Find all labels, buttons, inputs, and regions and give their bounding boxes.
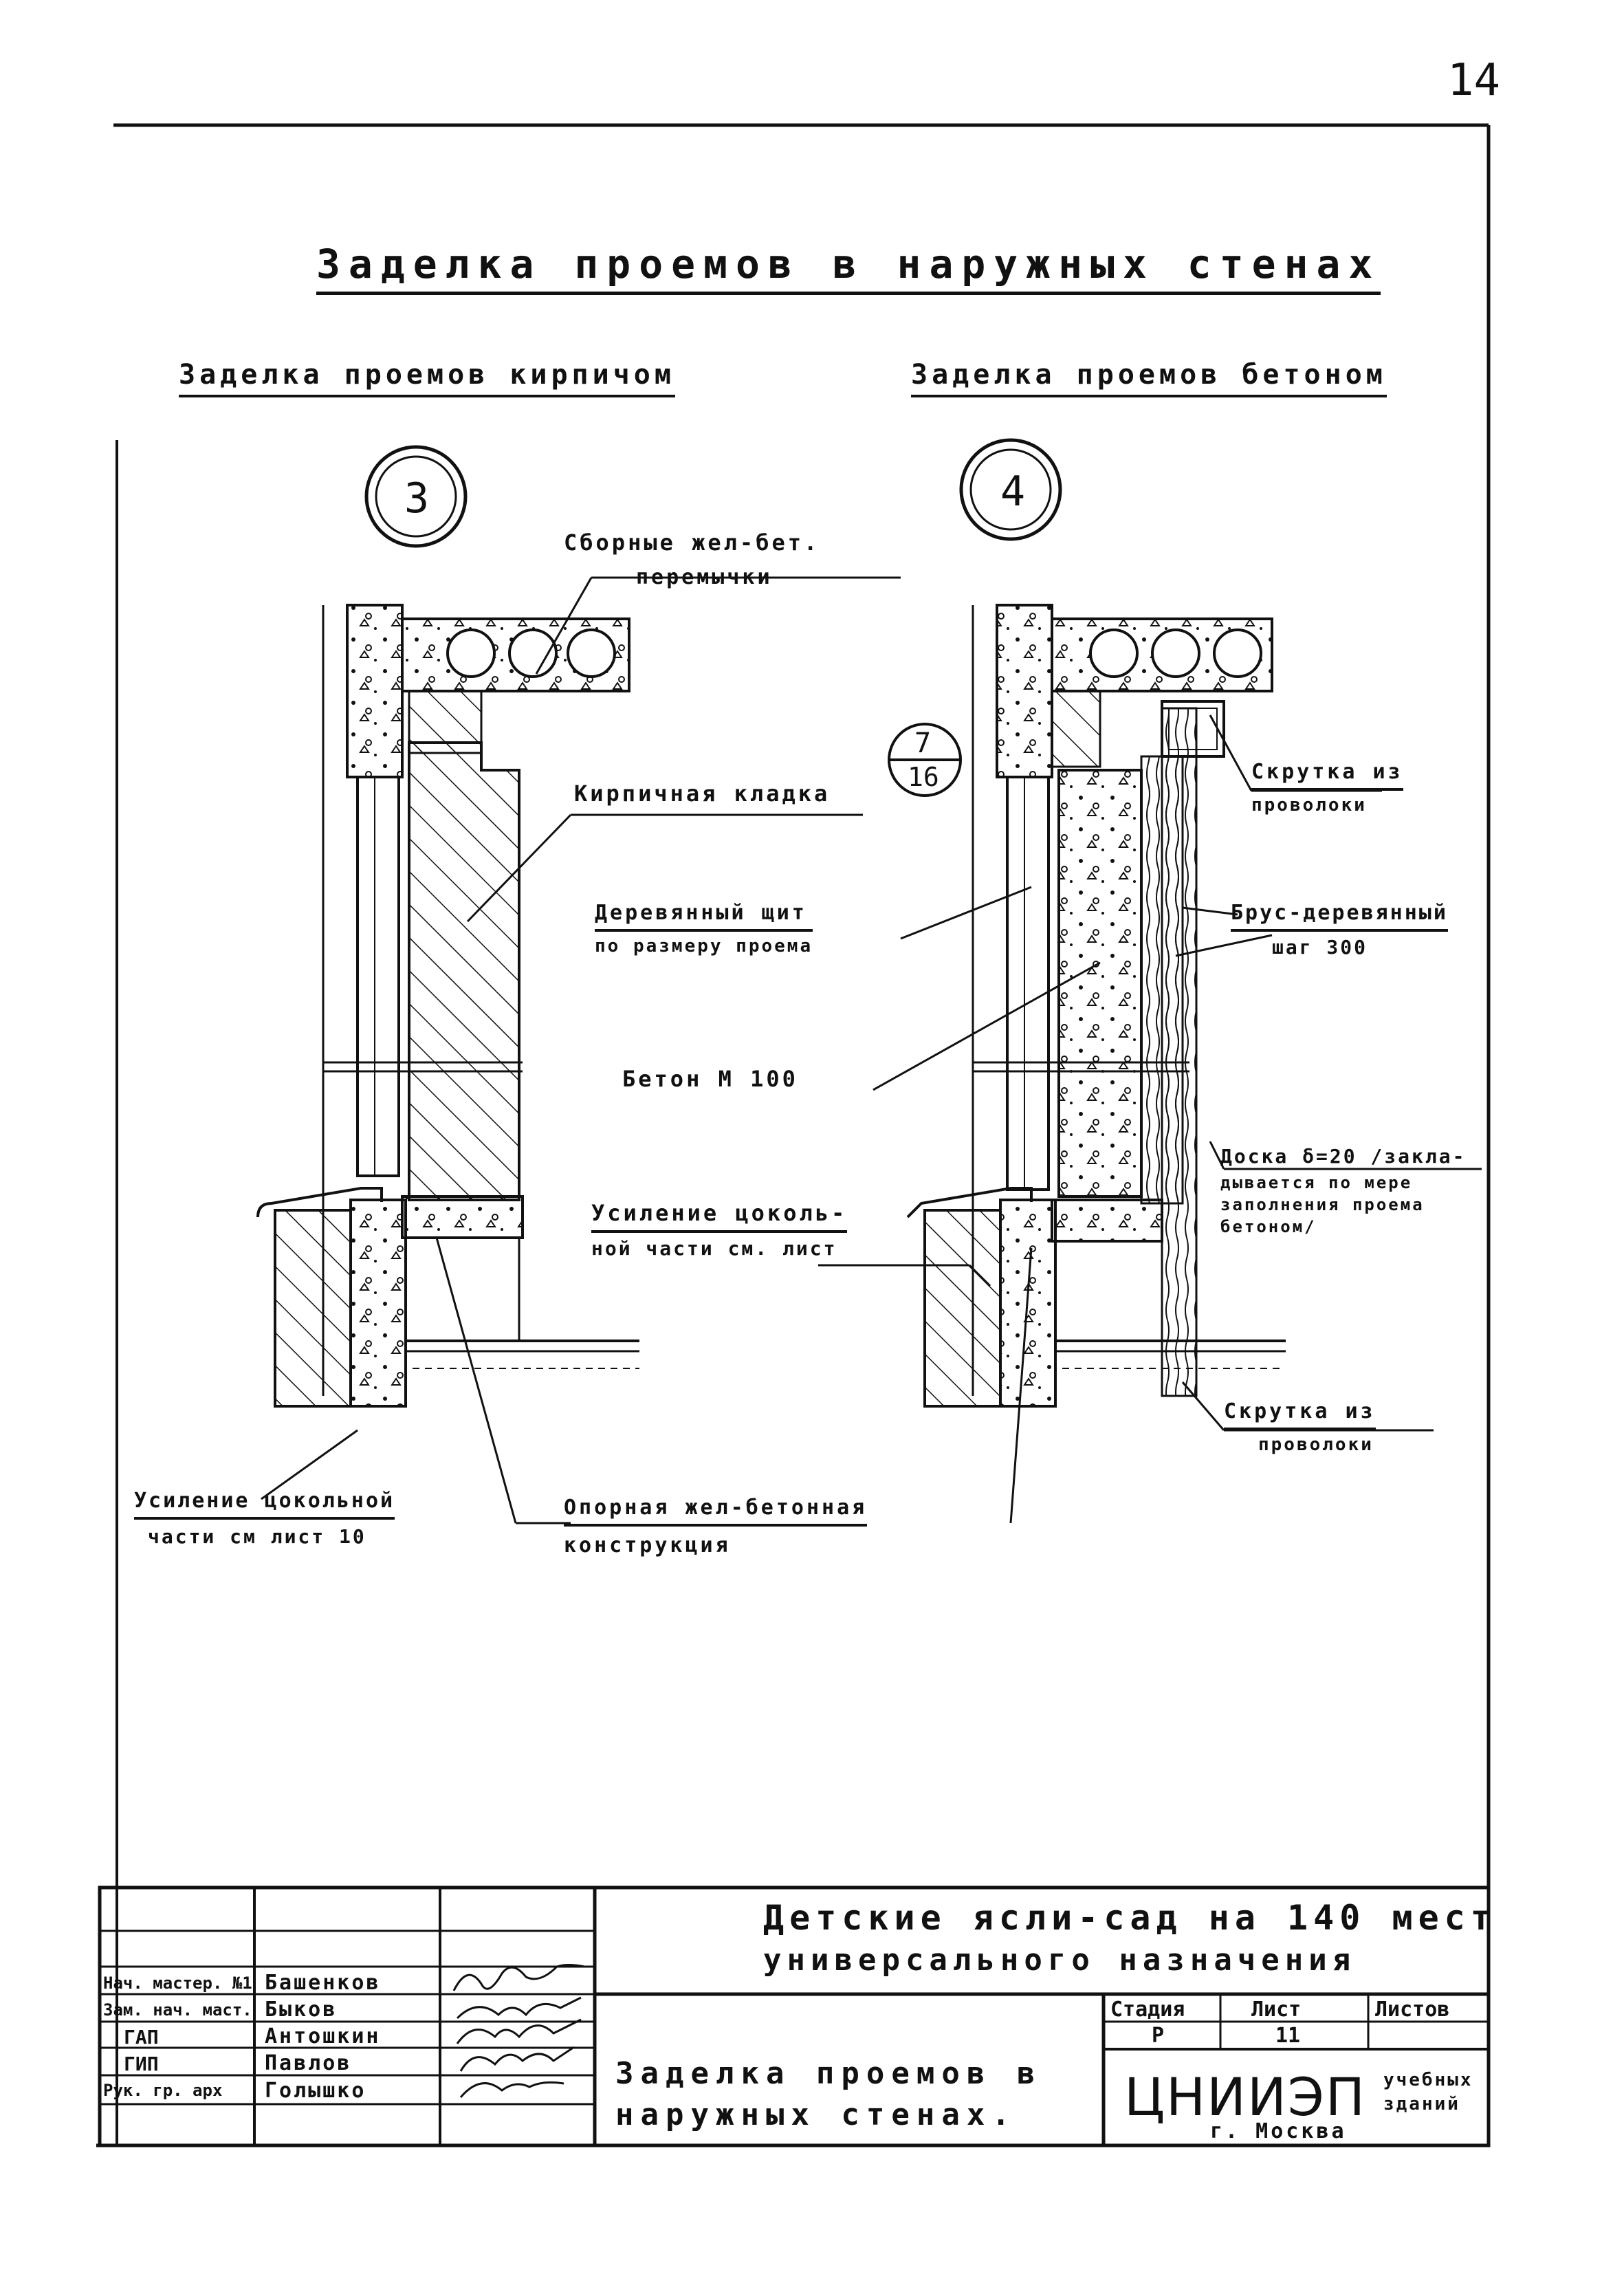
sheet-title-line1: Заделка проемов в xyxy=(615,2056,1042,2091)
sheet-title-line2: наружных стенах. xyxy=(615,2097,1017,2132)
label-lintels-line1: Сборные жел-бет. xyxy=(564,529,820,556)
role-4: ГИП xyxy=(124,2053,159,2075)
label-timber-shield: Брус-деревянный шаг 300 xyxy=(1231,901,1448,959)
label-board: Доска δ=20 /закла- дывается по мере запо… xyxy=(1220,1145,1466,1236)
label-board-line1: Доска δ=20 /закла- xyxy=(1220,1145,1467,1168)
label-wood-shield: Деревянный щит по размеру проема xyxy=(595,901,813,956)
signature-5 xyxy=(459,2081,564,2098)
right-section-title: Заделка проемов бетоном xyxy=(911,359,1387,397)
label-board-line3: заполнения проема xyxy=(1220,1195,1425,1214)
label-support-structure: Опорная жел-бетонная конструкция xyxy=(564,1496,868,1557)
ref-bottom: 16 xyxy=(908,762,939,792)
signature-4 xyxy=(459,2046,575,2072)
label-board-line4: бетоном/ xyxy=(1220,1217,1317,1236)
label-wire-twist-bottom: Скрутка из проволоки xyxy=(1224,1399,1376,1455)
signature-2 xyxy=(456,1996,582,2020)
name-3: Антошкин xyxy=(265,2024,381,2048)
organization-sub-line2: зданий xyxy=(1383,2094,1460,2114)
organization-sub-line1: учебных xyxy=(1383,2070,1473,2090)
name-5: Голышко xyxy=(265,2079,366,2103)
role-5: Рук. гр. арх xyxy=(103,2081,223,2100)
main-title: Заделка проемов в наружных стенах xyxy=(316,241,1381,295)
header-sheet: Лист xyxy=(1251,1998,1302,2022)
leader-lines xyxy=(261,576,1482,1524)
label-wire-twist-top: Скрутка из проволоки xyxy=(1251,760,1403,816)
callout-4: 4 xyxy=(1000,468,1026,516)
label-timber-line1: Брус-деревянный xyxy=(1231,901,1448,932)
role-2: Зам. нач. маст. xyxy=(103,2000,252,2020)
organization-name: ЦНИИЭП xyxy=(1124,2066,1367,2128)
label-wire-bottom-line1: Скрутка из xyxy=(1224,1399,1376,1430)
label-reinforcement-plinth-left: Усиление цокольной части см лист 10 xyxy=(134,1489,395,1548)
name-4: Павлов xyxy=(265,2051,352,2075)
label-reinforcement-plinth: Усиление цоколь- ной части см. лист xyxy=(591,1200,848,1260)
label-support-line2: конструкция xyxy=(564,1533,731,1557)
label-timber-line2: шаг 300 xyxy=(1272,936,1368,959)
organization-city: г. Москва xyxy=(1210,2119,1347,2143)
label-support-line1: Опорная жел-бетонная xyxy=(564,1496,868,1527)
callout-3: 3 xyxy=(404,474,430,523)
label-reinf-left-line2: части см лист 10 xyxy=(148,1525,366,1548)
label-wire-top-line2: проволоки xyxy=(1251,795,1367,816)
label-wire-top-line1: Скрутка из xyxy=(1251,760,1403,791)
sheet-number: 14 xyxy=(1447,55,1501,106)
header-sheets: Листов xyxy=(1375,1998,1450,2022)
label-concrete: Бетон М 100 xyxy=(622,1066,798,1092)
name-1: Башенков xyxy=(265,1971,381,1995)
detail-3 xyxy=(256,604,639,1408)
left-section-title: Заделка проемов кирпичом xyxy=(179,359,675,397)
label-lintels-line2: перемычки xyxy=(636,565,773,589)
label-reinf-line2: ной части см. лист xyxy=(591,1237,837,1260)
header-stage: Стадия xyxy=(1110,1998,1185,2022)
value-sheet: 11 xyxy=(1275,2024,1301,2048)
detail-4 xyxy=(906,604,1286,1408)
label-wire-bottom-line2: проволоки xyxy=(1258,1434,1374,1455)
ref-top: 7 xyxy=(914,728,932,759)
signature-3 xyxy=(456,2018,582,2044)
signature-1 xyxy=(452,1964,585,1991)
label-reinf-line1: Усиление цоколь- xyxy=(591,1200,848,1233)
label-lintels: Сборные жел-бет. перемычки xyxy=(564,529,820,589)
role-3: ГАП xyxy=(124,2026,159,2048)
value-stage: Р xyxy=(1152,2024,1165,2048)
project-name-line2: универсального назначения xyxy=(763,1943,1357,1978)
label-reinf-left-line1: Усиление цокольной xyxy=(134,1489,395,1520)
name-2: Быков xyxy=(265,1998,338,2022)
label-wood-shield-line1: Деревянный щит xyxy=(595,901,813,932)
label-board-line2: дывается по мере xyxy=(1220,1173,1413,1192)
project-name-line1: Детские ясли-сад на 140 мест xyxy=(763,1898,1497,1938)
role-1: Нач. мастер. №1 xyxy=(103,1974,252,1993)
label-brickwork: Кирпичная кладка xyxy=(574,780,831,807)
label-wood-shield-line2: по размеру проема xyxy=(595,936,813,956)
